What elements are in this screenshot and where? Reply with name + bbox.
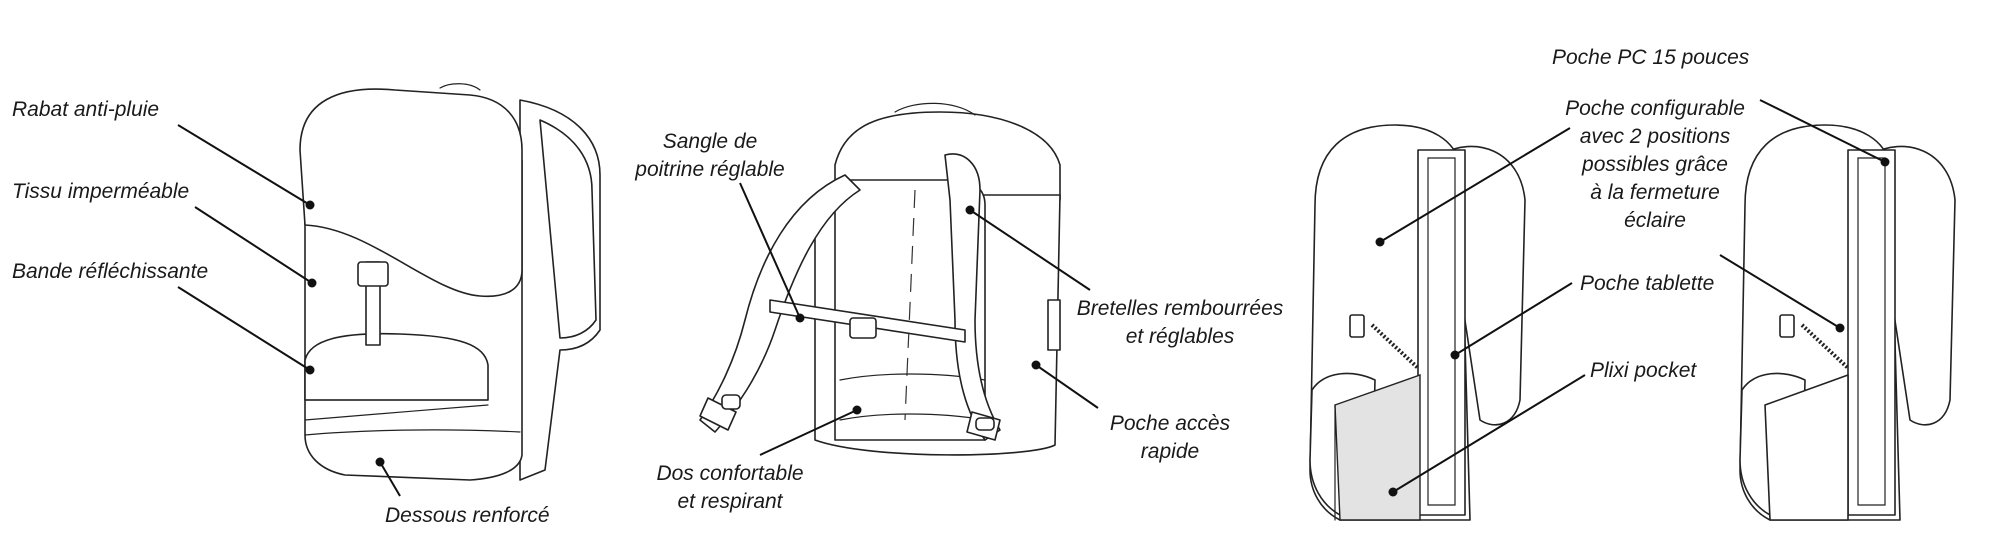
label-dos-line-2: et respirant [677,490,783,513]
label-poche-configurable: Poche configurable avec 2 positions poss… [1555,95,1755,235]
label-dos-line-1: Dos confortable [656,462,804,485]
label-poche-tablette: Poche tablette [1580,272,1715,295]
label-poche-acces-rapide: Poche accès rapide [1100,410,1240,466]
label-bande-reflechissante: Bande réfléchissante [12,260,209,283]
label-poche-acces-line-2: rapide [1140,440,1200,463]
label-poche-pc: Poche PC 15 pouces [1552,46,1750,69]
label-config-line-1: Poche configurable [1565,97,1745,120]
label-bretelles-line-2: et réglables [1125,325,1235,348]
label-dos-confortable: Dos confortable et respirant [640,460,820,516]
label-rabat-anti-pluie: Rabat anti-pluie [12,98,160,121]
label-plixi-pocket: Plixi pocket [1590,359,1697,382]
label-sangle-line-2: poitrine réglable [635,158,785,181]
label-poche-acces-line-1: Poche accès [1109,412,1231,435]
label-tissu-impermeable: Tissu imperméable [12,180,190,203]
backpack-open-view-right [1719,99,1956,521]
label-bretelles: Bretelles rembourrées et réglables [1075,295,1285,351]
backpack-open-view-left [1309,124,1586,521]
label-dessous-renforce: Dessous renforcé [385,504,550,527]
label-config-line-3: possibles grâce [1582,153,1728,176]
label-bretelles-line-1: Bretelles rembourrées [1076,297,1284,320]
label-sangle-poitrine: Sangle de poitrine réglable [625,128,795,184]
backpack-front-view [177,83,601,497]
label-sangle-line-1: Sangle de [662,130,758,153]
backpack-back-view [699,102,1099,456]
label-config-line-5: éclaire [1624,209,1686,232]
label-config-line-4: à la fermeture [1590,181,1720,204]
label-config-line-2: avec 2 positions [1579,125,1731,148]
